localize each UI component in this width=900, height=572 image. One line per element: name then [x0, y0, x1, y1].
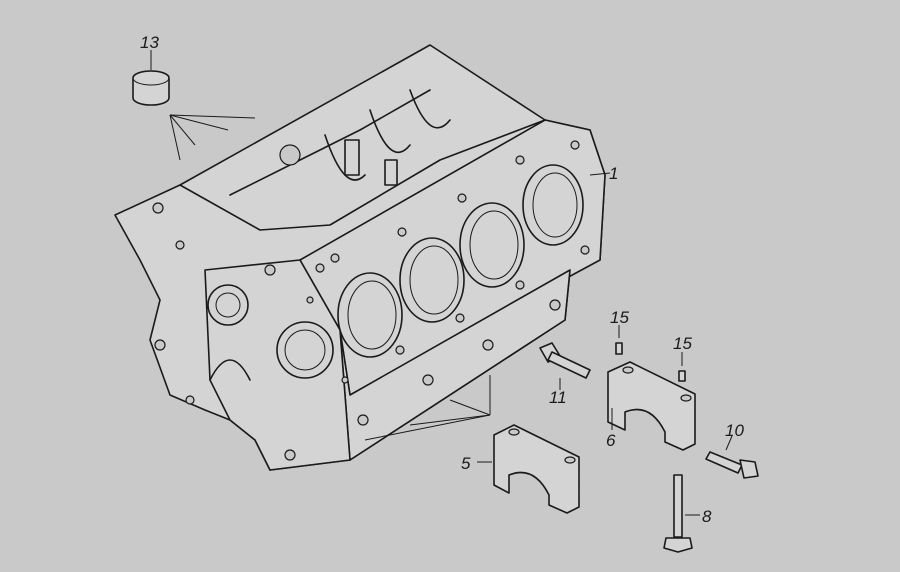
- callout-15a: 15: [610, 308, 629, 327]
- bolt-8: [663, 474, 700, 553]
- cylinder-bores: [337, 164, 584, 358]
- callout-5: 5: [461, 454, 471, 473]
- bolt-10: [705, 435, 759, 479]
- bearing-cap-6: [607, 361, 696, 451]
- dowel-pins: [615, 325, 686, 382]
- callout-8: 8: [702, 507, 712, 526]
- arrows-caps: [364, 375, 491, 441]
- callout-10: 10: [725, 421, 744, 440]
- callout-15b: 15: [673, 334, 692, 353]
- arrows-bushing: [169, 114, 256, 161]
- callout-6: 6: [606, 431, 616, 450]
- callout-11: 11: [549, 388, 567, 407]
- bolt-11: [539, 342, 591, 390]
- bushing-13: [132, 50, 170, 106]
- cylinder-block: [114, 44, 606, 471]
- bearing-cap-5: [477, 424, 580, 514]
- callout-1: 1: [609, 164, 618, 183]
- callout-13: 13: [140, 33, 159, 52]
